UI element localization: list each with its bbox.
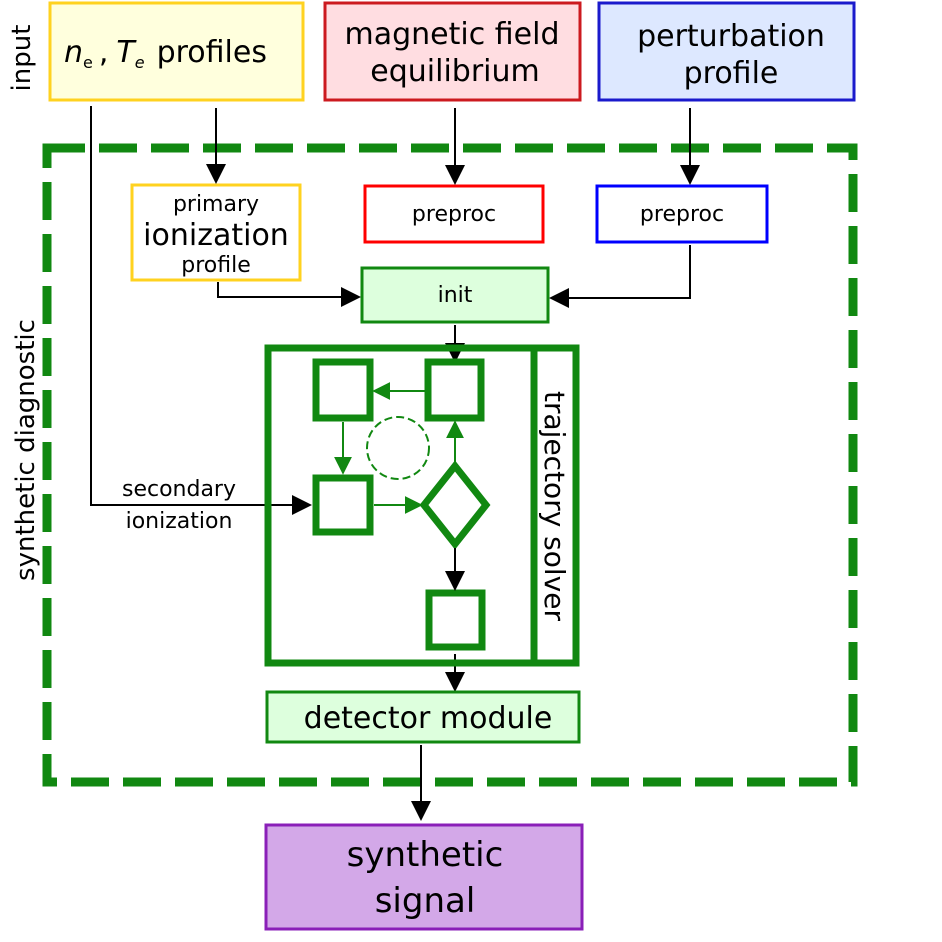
primary-line2: ionization [143,218,289,253]
magnetic-field-line2: equilibrium [370,54,539,89]
preproc-magnetic-label: preproc [412,202,496,227]
profiles-word: profiles [157,35,267,70]
init-box: init [360,266,550,324]
solver-loop-circle [366,416,430,480]
init-label: init [438,283,473,308]
input-connectors [90,106,700,821]
solver-decision-diamond [419,460,491,550]
te-subscript: e [135,53,145,72]
perturbation-line2: profile [684,56,779,91]
trajectory-solver-block: trajectory solver [264,344,580,667]
preproc-perturbation-label: preproc [640,202,724,227]
detector-module-box: detector module [265,690,581,744]
synthetic-signal-line2: signal [375,881,476,921]
primary-line3: profile [181,253,251,278]
synthetic-signal-line1: synthetic [347,835,504,875]
ne-subscript: e [83,53,93,72]
preproc-magnetic-box: preproc [363,184,545,244]
primary-ionization-profile-box: primary ionization profile [130,183,302,282]
solver-step-bottom [425,589,486,651]
solver-step-top-right [424,358,485,422]
solver-step-top-left [312,358,374,422]
synthetic-diagnostic-frame [42,143,858,787]
secondary-line2: ionization [126,509,233,534]
preproc-perturbation-box: preproc [595,184,769,244]
comma: , [99,35,109,70]
primary-line1: primary [173,192,259,217]
perturbation-profile-box: perturbation profile [597,1,856,102]
perturbation-line1: perturbation [637,19,825,54]
synthetic-signal-box: synthetic signal [264,823,584,931]
magnetic-field-line1: magnetic field [345,17,560,52]
trajectory-solver-label: trajectory solver [538,391,571,621]
magnetic-field-equilibrium-box: magnetic field equilibrium [323,1,582,102]
ne-symbol: n [64,35,83,70]
detector-module-label: detector module [304,701,553,736]
secondary-line1: secondary [122,477,236,502]
solver-step-mid-left [312,474,374,536]
input-label: input [7,25,37,92]
te-symbol: T [116,35,137,70]
synthetic-diagnostic-label: synthetic diagnostic [11,319,41,581]
